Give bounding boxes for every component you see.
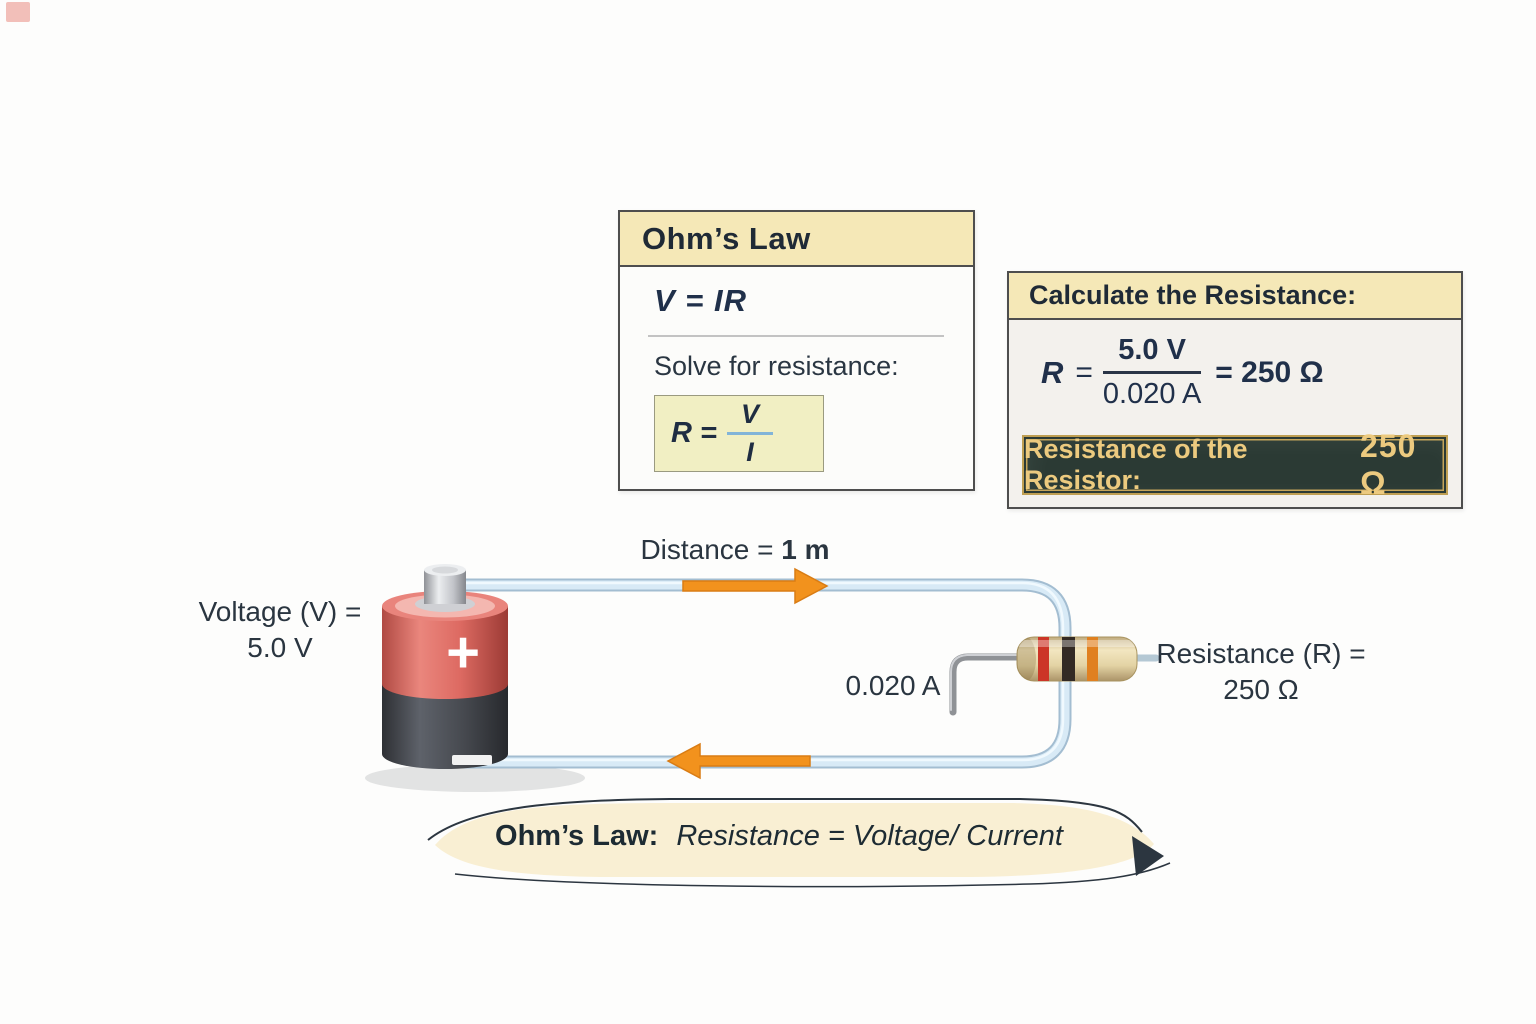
banner-label: Resistance of the Resistor: <box>1024 434 1248 495</box>
ohms-law-box: Ohm’s Law V = IR Solve for resistance: R… <box>618 210 975 491</box>
corner-red-mark <box>6 2 30 22</box>
ohms-law-box-title: Ohm’s Law <box>620 212 973 267</box>
resistance-formula-box: R = V I <box>654 395 824 472</box>
battery-minus-sign <box>452 755 492 765</box>
calculate-box-title: Calculate the Resistance: <box>1009 273 1461 320</box>
distance-value: 1 m <box>781 534 830 565</box>
fraction-numerator: V <box>726 399 773 435</box>
equals-sign: = <box>1075 355 1093 389</box>
voltage-value: 5.0 V <box>247 632 313 663</box>
resistor <box>1016 636 1138 682</box>
calculate-resistance-box: Calculate the Resistance: R = 5.0 V 0.02… <box>1007 271 1463 509</box>
footer-equation: Resistance = Voltage/ Current <box>676 820 1063 852</box>
equation-lhs: R <box>1041 354 1064 390</box>
battery-plus-sign: + <box>446 620 480 685</box>
resistor-band-orange <box>1087 637 1098 681</box>
footer-title: Ohm’s Law: <box>495 820 659 852</box>
battery-shadow <box>365 764 585 792</box>
circuit-wire <box>438 578 1072 769</box>
formula-lhs: R = <box>671 417 717 449</box>
equation-fraction: 5.0 V 0.020 A <box>1102 334 1202 411</box>
current-arrow-top <box>682 567 829 605</box>
equation-denominator: 0.020 A <box>1102 378 1202 410</box>
footer-ribbon <box>427 798 1171 888</box>
ribbon-bottom-curve <box>454 862 1171 888</box>
divider-line <box>648 335 944 337</box>
current-arrow-bottom <box>666 742 811 780</box>
equation-numerator: 5.0 V <box>1102 334 1202 374</box>
battery: + <box>382 564 508 769</box>
voltage-label: Voltage (V) = 5.0 V <box>160 594 400 666</box>
resistance-result-banner: Resistance of the Resistor: 250 Ω <box>1022 428 1448 501</box>
ohms-law-formula: V = IR <box>654 283 748 318</box>
solve-for-resistance-label: Solve for resistance: <box>654 351 899 381</box>
banner-value: 250 Ω <box>1360 428 1417 501</box>
distance-label: Distance = 1 m <box>640 534 830 565</box>
fraction-denominator: I <box>746 437 754 467</box>
ribbon-background <box>435 803 1154 877</box>
ribbon-arrowhead-icon <box>1132 836 1164 876</box>
equation-result: = 250 Ω <box>1215 355 1324 389</box>
resistor-band-black <box>1062 637 1075 681</box>
current-label: 0.020 A <box>845 670 941 701</box>
formula-fraction: V I <box>726 399 773 468</box>
resistance-value: 250 Ω <box>1223 674 1299 705</box>
ribbon-top-curve <box>427 798 1143 841</box>
resistor-band-red <box>1038 637 1049 681</box>
resistance-label: Resistance (R) = 250 Ω <box>1146 636 1376 708</box>
footer-ohms-law-statement: Ohm’s Law: Resistance = Voltage/ Current <box>429 820 1129 853</box>
calculation-equation: R = 5.0 V 0.020 A = 250 Ω <box>1009 320 1461 411</box>
ohms-law-box-body: V = IR Solve for resistance: R = V I <box>620 267 973 472</box>
